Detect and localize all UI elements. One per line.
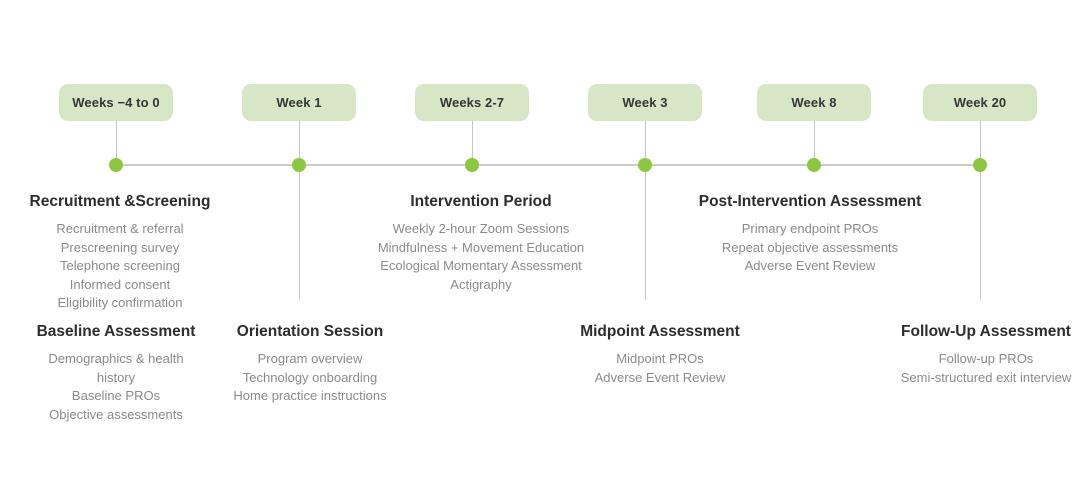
section-item: Program overview (257, 351, 363, 366)
section-intervention-period-title: Intervention Period (410, 193, 552, 210)
section-baseline-assessment-title: Baseline Assessment (36, 323, 196, 340)
section-item: Follow-up PROs (938, 351, 1034, 366)
milestone-badge-week-1: Week 1 (242, 84, 356, 121)
section-item: Adverse Event Review (594, 369, 726, 385)
section-intervention-period: Intervention Period Weekly 2-hour Zoom S… (361, 192, 601, 294)
section-post-intervention-assessment: Post-Intervention Assessment Primary end… (690, 192, 930, 276)
section-post-intervention-assessment-title: Post-Intervention Assessment (698, 193, 922, 210)
section-item: Baseline PROs (71, 388, 161, 403)
section-item: Prescreening survey (60, 239, 180, 255)
section-midpoint-assessment-title: Midpoint Assessment (580, 323, 740, 340)
badge-connector-weeks-4-to-0 (116, 121, 117, 164)
section-item: Demographics & health history (48, 351, 184, 385)
badge-connector-week-3 (645, 121, 646, 164)
section-item: Midpoint PROs (616, 351, 704, 366)
timeline-axis (116, 164, 980, 166)
badge-connector-week-1 (299, 121, 300, 164)
section-item: Eligibility confirmation (57, 295, 183, 310)
badge-connector-week-8 (814, 121, 815, 164)
milestone-badge-week-3: Week 3 (588, 84, 702, 121)
section-follow-up-assessment-title: Follow-Up Assessment (901, 323, 1071, 340)
section-recruitment-screening-title: Recruitment &Screening (29, 193, 211, 210)
milestone-badge-weeks-4-to-0: Weeks −4 to 0 (59, 84, 173, 121)
section-item: Mindfulness + Movement Education (377, 239, 585, 255)
section-item: Primary endpoint PROs (741, 221, 879, 236)
milestone-badge-weeks-2-7: Weeks 2-7 (415, 84, 529, 121)
section-item: Repeat objective assessments (721, 239, 899, 255)
section-item: Recruitment & referral (56, 221, 184, 236)
section-item: Actigraphy (450, 276, 512, 292)
section-orientation-session-title: Orientation Session (236, 323, 384, 340)
timeline-dot-week-8 (807, 158, 821, 172)
drop-connector-week-1 (299, 166, 300, 300)
section-item: Telephone screening (60, 258, 180, 273)
timeline-dot-weeks-2-7 (465, 158, 479, 172)
section-item: Ecological Momentary Assessment (380, 258, 582, 273)
timeline-dot-weeks-4-to-0 (109, 158, 123, 172)
section-midpoint-assessment: Midpoint Assessment Midpoint PROs Advers… (550, 322, 770, 387)
drop-connector-week-3 (645, 166, 646, 300)
section-recruitment-screening: Recruitment &Screening Recruitment & ref… (10, 192, 230, 313)
milestone-badge-week-20: Week 20 (923, 84, 1037, 121)
section-baseline-assessment: Baseline Assessment Demographics & healt… (32, 322, 200, 424)
section-follow-up-assessment: Follow-Up Assessment Follow-up PROs Semi… (896, 322, 1076, 387)
timeline-dot-week-20 (973, 158, 987, 172)
section-item: Semi-structured exit interview (900, 369, 1072, 385)
timeline-dot-week-3 (638, 158, 652, 172)
timeline-dot-week-1 (292, 158, 306, 172)
drop-connector-week-20 (980, 166, 981, 300)
section-orientation-session: Orientation Session Program overview Tec… (200, 322, 420, 406)
section-item: Informed consent (69, 276, 171, 292)
badge-connector-weeks-2-7 (472, 121, 473, 164)
section-item: Objective assessments (49, 406, 183, 422)
section-item: Home practice instructions (233, 388, 387, 403)
section-item: Technology onboarding (242, 369, 378, 385)
section-item: Adverse Event Review (744, 258, 876, 273)
milestone-badge-week-8: Week 8 (757, 84, 871, 121)
badge-connector-week-20 (980, 121, 981, 164)
section-item: Weekly 2-hour Zoom Sessions (392, 221, 570, 236)
